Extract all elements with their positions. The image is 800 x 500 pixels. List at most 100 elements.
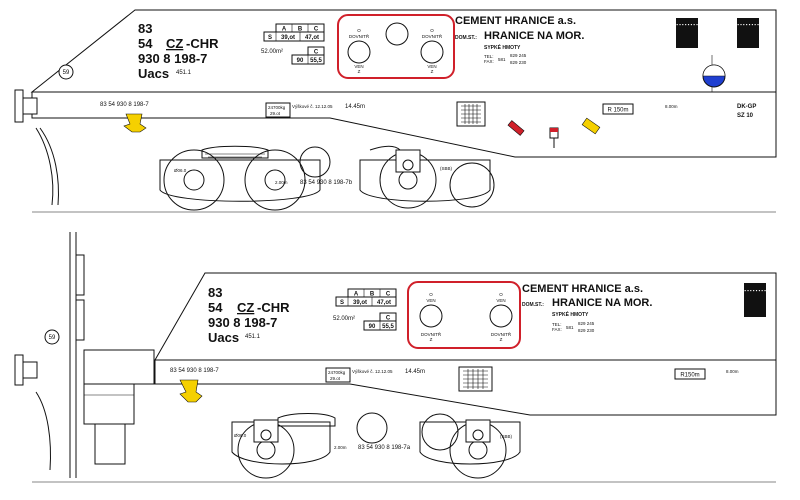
brake-subtype: SZ 10 <box>737 113 754 119</box>
valve-panel: O DOVNITŘ VEN Z O DOVNITŘ VEN Z <box>337 14 455 79</box>
axle-box <box>465 419 491 443</box>
valve-label: VEN <box>496 298 505 303</box>
valve-right[interactable] <box>420 40 444 64</box>
reg-line-2b: -CHR <box>186 36 219 51</box>
valve-panel-frame <box>337 14 455 79</box>
bogie-id: 83 54 930 8 198-7b <box>300 180 353 186</box>
tel-label: TEL: <box>484 54 494 59</box>
valve-label: Z <box>500 337 503 342</box>
valve-right[interactable] <box>489 304 513 328</box>
leaf-spring <box>201 145 269 159</box>
reg-class: Uacs <box>208 330 239 345</box>
wagon-top-view: 59 83 54 CZ -CHR 930 8 198-7 Uacs 451.1 … <box>14 9 777 213</box>
valve-label: O <box>357 28 361 33</box>
handbrake-lever[interactable] <box>581 117 601 135</box>
load-table-v1: 39,ot <box>281 35 295 41</box>
tare-tons: 29.ot <box>270 111 281 116</box>
reg-country: CZ <box>237 300 254 315</box>
underframe <box>31 91 777 158</box>
revision-date: Výškové č. 12.12.05 <box>352 369 393 374</box>
info-placard <box>676 18 698 48</box>
bogie: (SBB) <box>419 413 521 479</box>
load-table-v1: 39,ot <box>353 300 367 306</box>
bogie: Ø06.0 2.00m 83 54 930 8 198-7b <box>159 145 353 211</box>
load-table-v4: 55,5 <box>310 58 322 64</box>
reg-line-3: 930 8 198-7 <box>138 51 207 66</box>
bogie-distance: 8.00m <box>726 369 739 374</box>
fax-number: 829 230 <box>578 328 595 333</box>
left-buffer <box>14 89 59 206</box>
end-ladder <box>69 232 155 478</box>
load-table-c: C <box>314 50 319 56</box>
load-table-s: S <box>268 35 272 41</box>
axle-spacing: 2.00m <box>275 180 288 185</box>
lifting-hook <box>179 379 203 403</box>
curve-radius-sign: R 150m <box>607 108 628 114</box>
placard-text: ▪ ▪ ▪ ▪ ▪ ▪ ▪ ▪ ▪ ▪ ▪ ▪ <box>739 288 772 293</box>
valve-label: O <box>430 28 434 33</box>
reg-line-3: 930 8 198-7 <box>208 315 277 330</box>
load-table-v2: 47,ot <box>377 300 391 306</box>
left-buffer <box>14 354 51 471</box>
goods-type: SYPKÉ HMOTY <box>552 310 589 318</box>
valve-panel-frame <box>407 281 521 349</box>
reg-line-1: 83 <box>138 21 152 36</box>
bogie-tag: (SBB) <box>500 434 513 439</box>
frame-number: 83 54 930 8 198-7 <box>100 102 149 108</box>
load-table-v3: 90 <box>369 324 376 330</box>
tel-number: 829 245 <box>510 53 527 58</box>
brake-lever[interactable] <box>507 120 525 136</box>
length-over-buffers: 14.45m <box>405 369 425 375</box>
load-table-h3: C <box>314 27 319 33</box>
reg-class-sub: 451.1 <box>176 70 192 76</box>
bogie-distance: 8.00m <box>665 104 678 109</box>
length-over-buffers: 14.45m <box>345 104 365 110</box>
valve-label: VEN <box>354 64 363 69</box>
load-table-s: S <box>340 300 344 306</box>
load-table-h2: B <box>298 27 303 33</box>
reg-line-2b: -CHR <box>257 300 290 315</box>
phone-prefix: 581 <box>498 57 506 62</box>
badge-number: 59 <box>63 70 70 76</box>
fax-number: 829 230 <box>510 60 527 65</box>
load-table-area: 52.00m² <box>261 49 283 55</box>
fax-label: FAX: <box>484 59 494 64</box>
tare-weight: 24700kg <box>328 370 346 375</box>
axle-spacing: 2.00m <box>334 445 347 450</box>
valve-left[interactable] <box>419 304 443 328</box>
info-placard <box>744 283 766 317</box>
load-table-h2: B <box>370 292 375 298</box>
load-table-v2: 47,ot <box>305 35 319 41</box>
owner-name: CEMENT HRANICE a.s. <box>455 15 576 27</box>
axle-cap <box>299 146 331 178</box>
load-table-v4: 55,5 <box>382 324 394 330</box>
badge-number: 59 <box>49 335 56 341</box>
goods-type: SYPKÉ HMOTY <box>484 43 521 51</box>
gauge-badge <box>58 64 74 80</box>
placard-text: ▪ ▪ ▪ ▪ ▪ ▪ ▪ ▪ ▪ ▪ ▪ ▪ <box>732 22 765 27</box>
reg-line-2a: 54 <box>208 300 223 315</box>
tare-tons: 29.ot <box>330 376 341 381</box>
load-table-h1: A <box>354 292 359 298</box>
axle-box <box>395 149 421 173</box>
reg-country: CZ <box>166 36 183 51</box>
wheel <box>163 149 225 211</box>
reg-class-sub: 451.1 <box>245 334 261 340</box>
home-station: HRANICE NA MOR. <box>552 297 652 309</box>
valve-label: O <box>499 292 503 297</box>
curve-radius-sign: R150m <box>680 373 699 379</box>
axle-cap <box>356 412 388 444</box>
load-table-area: 52.00m² <box>333 316 355 322</box>
wheel-diameter: Ø06.0 <box>234 433 247 438</box>
valve-label: VEN <box>426 298 435 303</box>
bogie-tag: (SBB) <box>440 166 453 171</box>
valve-label: O <box>429 292 433 297</box>
wheel <box>449 162 495 208</box>
valve-left[interactable] <box>347 40 371 64</box>
valve-label: Z <box>431 69 434 74</box>
gauge-badge <box>44 329 60 345</box>
owner-name: CEMENT HRANICE a.s. <box>522 283 643 295</box>
valve-label: DOVNITŘ <box>349 32 370 39</box>
tel-number: 829 245 <box>578 321 595 326</box>
dom-label: DOM.ST.: <box>522 302 544 308</box>
